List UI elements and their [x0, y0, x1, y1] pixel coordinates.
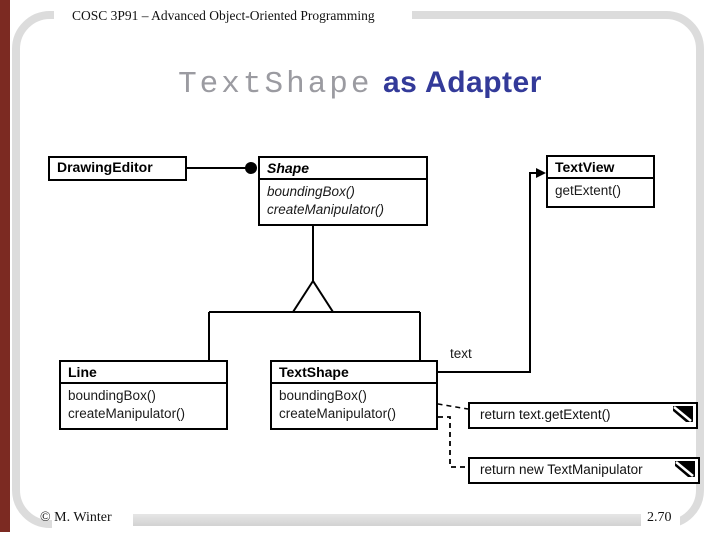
association-label: text: [450, 346, 472, 361]
note2-dashed-line: [429, 416, 468, 468]
method: boundingBox(): [267, 184, 355, 199]
class-methods: boundingBox() createManipulator(): [61, 384, 226, 426]
class-name: Shape: [260, 158, 426, 180]
inheritance-triangle-icon: [291, 279, 335, 313]
class-methods: boundingBox() createManipulator(): [272, 384, 436, 426]
method: createManipulator(): [279, 406, 397, 421]
class-methods: getExtent(): [548, 179, 653, 203]
course-header: COSC 3P91 – Advanced Object-Oriented Pro…: [72, 8, 375, 23]
method: boundingBox(): [68, 388, 156, 403]
arrowhead-icon: [536, 168, 546, 178]
note-get-extent: return text.getExtent(): [468, 402, 698, 429]
text-association-line: [438, 172, 538, 373]
class-name: TextShape: [272, 362, 436, 384]
method: createManipulator(): [68, 406, 186, 421]
class-line: Line boundingBox() createManipulator(): [59, 360, 228, 430]
class-text-shape: TextShape boundingBox() createManipulato…: [270, 360, 438, 430]
note-fold-icon: [675, 461, 695, 477]
footer-copyright: © M. Winter: [40, 510, 112, 525]
note-new-text-manipulator: return new TextManipulator: [468, 457, 700, 484]
note-text: return new TextManipulator: [480, 462, 643, 477]
note-text: return text.getExtent(): [480, 407, 611, 422]
left-accent-bar: [0, 0, 10, 532]
title-rest-part: as Adapter: [382, 66, 542, 99]
class-shape: Shape boundingBox() createManipulator(): [258, 156, 428, 226]
class-name: Line: [61, 362, 226, 384]
class-name: TextView: [548, 157, 653, 179]
method: createManipulator(): [267, 202, 385, 217]
title-code-part: TextShape: [178, 67, 373, 102]
slide-title: TextShape as Adapter: [0, 66, 720, 102]
frame-gap-top: [54, 9, 412, 23]
class-text-view: TextView getExtent(): [546, 155, 655, 208]
class-name: DrawingEditor: [57, 159, 153, 175]
aggregation-dot-icon: [245, 162, 257, 174]
class-methods: boundingBox() createManipulator(): [260, 180, 426, 222]
method: boundingBox(): [279, 388, 367, 403]
footer-bar: [133, 514, 641, 526]
note-fold-icon: [673, 406, 693, 422]
footer-page-number: 2.70: [647, 510, 672, 525]
method: getExtent(): [555, 183, 622, 198]
class-drawing-editor: DrawingEditor: [48, 156, 187, 181]
